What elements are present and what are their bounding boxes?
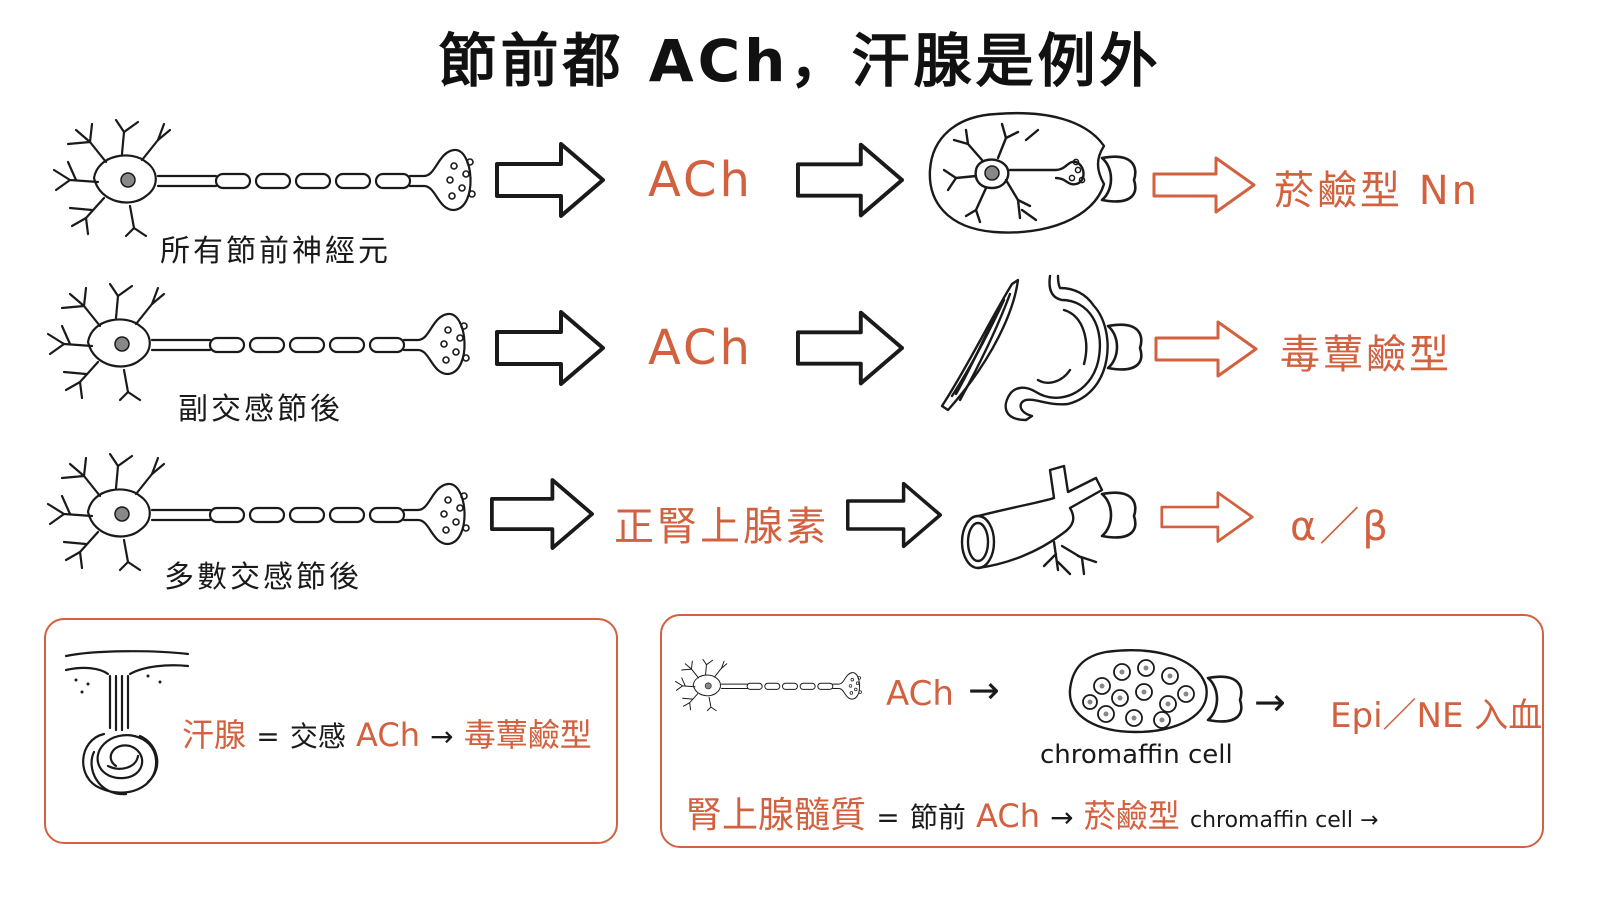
receptor-alpha-beta: α／β bbox=[1290, 504, 1391, 550]
sweat-gland-box bbox=[44, 618, 618, 844]
receptor-muscarinic: 毒蕈鹼型 bbox=[1280, 332, 1452, 378]
receptor-nicotinic-summary: 菸鹼型 bbox=[1083, 797, 1180, 835]
chromaffin-cell-label: chromaffin cell bbox=[1040, 740, 1233, 770]
sweat-gland-term: 汗腺 bbox=[182, 716, 247, 754]
arrow-glyph: → bbox=[968, 668, 1000, 712]
receptor-icon bbox=[1204, 674, 1244, 724]
adrenal-medulla-term: 腎上腺髓質 bbox=[686, 795, 867, 836]
receptor-nicotinic-nn: 菸鹼型 Nn bbox=[1274, 168, 1480, 214]
arrow-icon bbox=[1154, 320, 1258, 378]
transmitter-ach-sweat: ACh bbox=[356, 716, 420, 754]
transmitter-norepinephrine: 正腎上腺素 bbox=[614, 504, 829, 550]
adrenal-medulla-summary: 腎上腺髓質 = 節前 ACh → 菸鹼型 chromaffin cell → bbox=[686, 786, 1378, 838]
sweat-gland-summary: 汗腺 = 交感 ACh → 毒蕈鹼型 bbox=[182, 710, 592, 756]
arrow-glyph: → bbox=[1254, 680, 1286, 724]
sweat-gland-icon bbox=[64, 650, 190, 796]
receptor-icon bbox=[1104, 322, 1144, 372]
transmitter-ach-adrenal: ACh bbox=[886, 674, 954, 714]
transmitter-ach-summary: ACh bbox=[976, 797, 1040, 835]
muscle-stomach-icon bbox=[940, 274, 1109, 422]
neuron-label-preganglionic: 所有節前神經元 bbox=[160, 234, 391, 269]
chromaffin-tail: chromaffin cell → bbox=[1189, 808, 1379, 833]
receptor-icon bbox=[1098, 154, 1138, 204]
transmitter-ach-2: ACh bbox=[648, 320, 753, 376]
arrow-icon bbox=[1152, 156, 1256, 214]
sympathetic-word: 交感 bbox=[289, 720, 346, 753]
adrenal-medulla-box bbox=[660, 614, 1544, 848]
arrow-icon bbox=[796, 310, 904, 386]
equals-sign: = bbox=[876, 801, 900, 834]
chromaffin-cell-icon bbox=[1068, 649, 1208, 734]
arrow-glyph: → bbox=[430, 720, 454, 753]
ganglion-neuron-icon bbox=[928, 111, 1106, 234]
arrow-icon bbox=[1160, 490, 1254, 544]
receptor-icon bbox=[1098, 490, 1138, 540]
transmitter-ach-1: ACh bbox=[648, 152, 753, 208]
arrow-icon bbox=[796, 142, 904, 218]
arrow-glyph: → bbox=[1050, 801, 1074, 834]
preganglionic-word: 節前 bbox=[909, 801, 966, 834]
neuron-label-sympathetic: 多數交感節後 bbox=[164, 560, 362, 595]
arrow-icon bbox=[494, 310, 606, 386]
arrow-icon bbox=[490, 478, 594, 550]
epi-ne-output: Epi／NE 入血 bbox=[1330, 696, 1543, 736]
blood-vessel-icon bbox=[960, 464, 1104, 576]
arrow-icon bbox=[846, 480, 942, 550]
neuron-icon bbox=[672, 640, 862, 730]
arrow-icon bbox=[494, 142, 606, 218]
page-title: 節前都 ACh，汗腺是例外 bbox=[438, 27, 1162, 95]
neuron-label-parasympathetic: 副交感節後 bbox=[178, 392, 343, 427]
neuron-icon bbox=[46, 118, 476, 238]
equals-sign: = bbox=[256, 720, 280, 753]
receptor-muscarinic-sweat: 毒蕈鹼型 bbox=[463, 716, 592, 754]
